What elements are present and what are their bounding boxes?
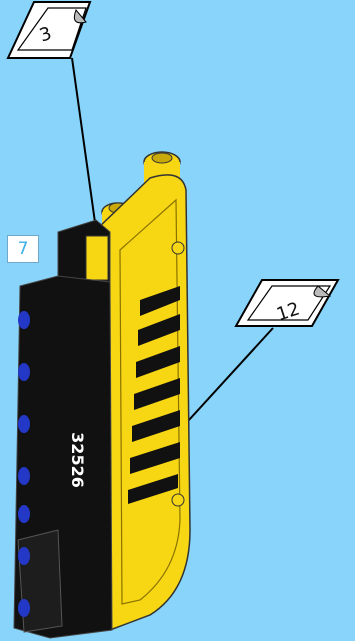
- step-number-badge: 7: [7, 235, 39, 263]
- black-beam-part: 32526: [14, 220, 112, 638]
- callout-card-3: 3: [8, 2, 90, 58]
- beam-part-number: 32526: [68, 432, 87, 488]
- step-number: 7: [18, 239, 29, 259]
- callout-card-12: 12: [236, 280, 338, 326]
- beam-top-yellow-face: [86, 236, 108, 280]
- callout-leader-line-12: [178, 328, 273, 432]
